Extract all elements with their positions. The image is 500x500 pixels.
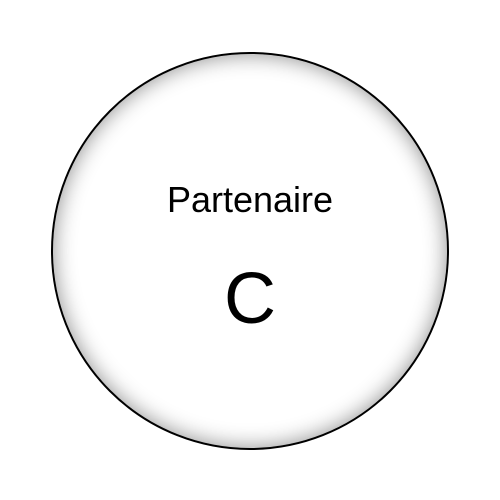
- partner-c-badge[interactable]: Partenaire C: [51, 52, 449, 450]
- badge-title: Partenaire: [166, 179, 334, 220]
- badge-letter: C: [224, 259, 276, 339]
